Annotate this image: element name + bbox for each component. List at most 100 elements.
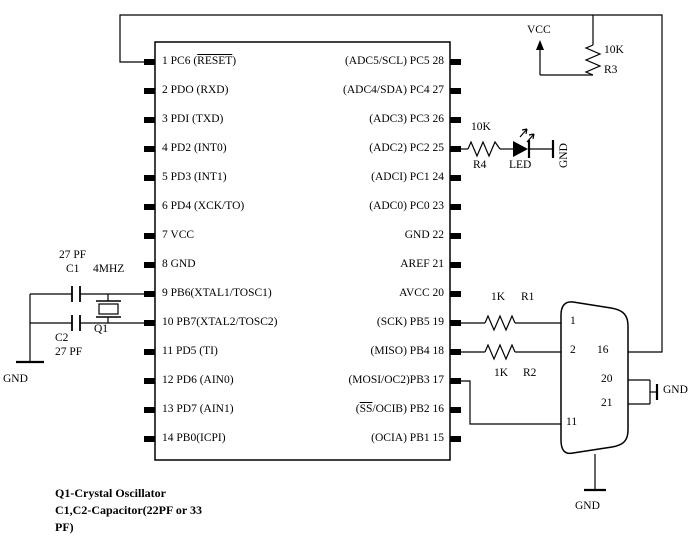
r3-name: R3 — [604, 64, 618, 76]
pin-stub-left-10 — [144, 320, 155, 326]
ic-pin-left-6: 6 PD4 (XCK/TO) — [162, 200, 245, 212]
led-light-arrows-icon — [519, 128, 535, 143]
ic-outline — [154, 41, 451, 461]
connector-pin-21: 21 — [601, 397, 613, 409]
ic-pin-right-24: (ADCI) PC1 24 — [371, 171, 444, 183]
ic-pin-right-19: (SCK) PB5 19 — [376, 316, 444, 328]
reset-top-wire — [119, 14, 663, 353]
note-line-1: Q1-Crystal Oscillator — [55, 486, 166, 500]
resistor-r2 — [484, 343, 516, 361]
ic-pin-left-13: 13 PD7 (AIN1) — [162, 403, 234, 415]
resistor-r3 — [584, 44, 602, 76]
pin-stub-left-8 — [144, 262, 155, 268]
ic-pin-right-16: (SS/OCIB) PB2 16 — [355, 403, 444, 415]
ic-pin-left-5: 5 PD3 (INT1) — [162, 171, 227, 183]
vcc-r3-branch — [536, 15, 602, 76]
ic-pin-right-20: AVCC 20 — [399, 287, 444, 299]
pin-stub-right-26 — [450, 117, 461, 123]
pin-stub-right-23 — [450, 204, 461, 210]
pin-stub-right-24 — [450, 175, 461, 181]
c2-name: C2 — [55, 332, 69, 344]
gnd-label-led: GND — [558, 143, 570, 168]
crystal-value: 4MHZ — [93, 263, 125, 275]
ic-pin-left-9: 9 PB6(XTAL1/TOSC1) — [162, 287, 272, 299]
ic-pin-left-12: 12 PD6 (AIN0) — [162, 374, 234, 386]
connector-pin-20: 20 — [601, 373, 613, 385]
gnd-label-right: GND — [663, 384, 688, 396]
resistor-r4 — [467, 140, 501, 158]
ic-pin-left-4: 4 PD2 (INT0) — [162, 142, 227, 154]
pin-stub-left-1 — [144, 59, 155, 65]
note-line-3: PF) — [55, 520, 74, 534]
pin-stub-left-12 — [144, 378, 155, 384]
r1-name: R1 — [521, 291, 535, 303]
led-icon — [513, 141, 528, 157]
pin-stub-left-14 — [144, 436, 155, 442]
ic-pin-left-2: 2 PDO (RXD) — [162, 84, 229, 96]
pin-stub-right-20 — [450, 291, 461, 297]
pin-stub-left-3 — [144, 117, 155, 123]
ic-pin-right-28: (ADC5/SCL) PC5 28 — [344, 55, 444, 67]
overline-text: SS — [359, 403, 373, 415]
r2-value: 1K — [494, 367, 509, 379]
gnd-label-left: GND — [3, 373, 28, 385]
ic-pin-left-11: 11 PD5 (TI) — [162, 345, 218, 357]
db-connector — [560, 301, 659, 492]
ic-pin-left-7: 7 VCC — [162, 229, 195, 241]
pin-stub-right-28 — [450, 59, 461, 65]
resistor-r1 — [484, 314, 516, 332]
pin-stub-right-27 — [450, 88, 461, 94]
pin-stub-right-17 — [450, 378, 461, 384]
ic-pin-left-14: 14 PB0(ICPI) — [162, 432, 226, 444]
pin-stub-left-13 — [144, 407, 155, 413]
r3-value: 10K — [604, 44, 624, 56]
ic-pin-right-25: (ADC2) PC2 25 — [369, 142, 444, 154]
isp-wires — [461, 314, 562, 425]
pin-stub-right-15 — [450, 436, 461, 442]
overline-text: RESET — [197, 55, 233, 67]
connector-pin-1: 1 — [570, 315, 576, 327]
mosi-wire — [461, 380, 562, 425]
led-label: LED — [509, 159, 532, 171]
led-branch — [461, 128, 555, 158]
pin-stub-left-7 — [144, 233, 155, 239]
vcc-arrow-icon — [536, 40, 544, 50]
ic-pin-right-18: (MISO) PB4 18 — [370, 345, 444, 357]
pin-stub-left-5 — [144, 175, 155, 181]
ic-pin-left-3: 3 PDI (TXD) — [162, 113, 224, 125]
ic-pin-right-15: (OCIA) PB1 15 — [371, 432, 444, 444]
gnd-label-bottom: GND — [575, 500, 600, 512]
ic-pin-right-21: AREF 21 — [400, 258, 444, 270]
vcc-label: VCC — [527, 24, 551, 36]
pin-stub-left-4 — [144, 146, 155, 152]
c1-name: C1 — [66, 263, 80, 275]
ic-pin-stubs — [144, 59, 461, 442]
connector-pin-16: 16 — [597, 344, 609, 356]
ic-pin-right-26: (ADC3) PC3 26 — [369, 113, 444, 125]
r1-value: 1K — [491, 291, 506, 303]
c2-value: 27 PF — [55, 346, 83, 358]
pin-stub-left-11 — [144, 349, 155, 355]
r4-value: 10K — [471, 121, 491, 133]
pin-stub-right-21 — [450, 262, 461, 268]
pin-stub-right-22 — [450, 233, 461, 239]
connector-pin-2: 2 — [570, 344, 576, 356]
ic-pin-right-27: (ADC4/SDA) PC4 27 — [343, 84, 444, 96]
ic-pin-left-10: 10 PB7(XTAL2/TOSC2) — [162, 316, 278, 328]
pin-stub-right-16 — [450, 407, 461, 413]
ic-pin-right-17: (MOSI/OC2)PB3 17 — [348, 374, 444, 386]
ic-pin-right-23: (ADC0) PC0 23 — [369, 200, 444, 212]
crystal-q1 — [96, 294, 121, 323]
pin-stub-right-19 — [450, 320, 461, 326]
ic-pin-left-1: 1 PC6 (RESET) — [162, 55, 237, 67]
crystal-name: Q1 — [94, 323, 109, 335]
r4-name: R4 — [473, 159, 487, 171]
crystal-branch — [16, 286, 144, 364]
pin-stub-right-18 — [450, 349, 461, 355]
connector-pin-11: 11 — [566, 416, 578, 428]
pin-stub-right-25 — [450, 146, 461, 152]
note-line-2: C1,C2-Capacitor(22PF or 33 — [55, 503, 202, 517]
pin-stub-left-9 — [144, 291, 155, 297]
